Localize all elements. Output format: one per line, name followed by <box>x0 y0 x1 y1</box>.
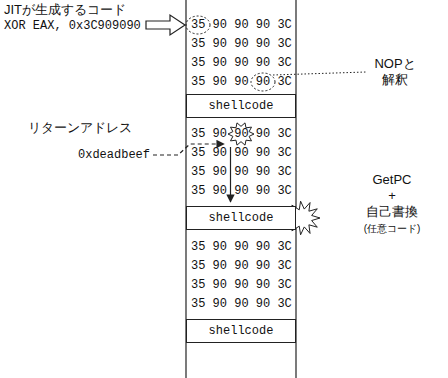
note-label: NOPと 解釈 <box>368 56 422 88</box>
shellcode-box: shellcode <box>186 319 296 343</box>
note-label: (任意コード) <box>352 221 432 237</box>
node-text: shellcode <box>209 211 274 225</box>
memory-bytes: 35 90 90 90 3C <box>191 258 292 274</box>
instruction-label: XOR EAX, 0x3C909090 <box>4 18 141 34</box>
memory-bytes: 35 90 90 90 3C <box>191 145 292 161</box>
memory-bytes: 35 90 90 90 3C <box>191 17 292 33</box>
getpc-label: GetPC <box>352 172 432 188</box>
block-arrow <box>146 15 185 35</box>
shellcode-box: shellcode <box>186 94 296 118</box>
memory-bytes: 35 90 90 90 3C <box>191 277 292 293</box>
memory-bytes: 35 90 90 90 3C <box>191 164 292 180</box>
memory-bytes: 35 90 90 90 3C <box>191 74 292 90</box>
node-text: shellcode <box>209 99 274 113</box>
memory-bytes: 35 90 90 90 3C <box>191 183 292 199</box>
memory-bytes: 35 90 90 90 3C <box>191 126 292 142</box>
return-address-label: リターンアドレス <box>28 120 132 136</box>
heading-label: JITが生成するコード <box>4 2 126 18</box>
self-modify-label: 自己書換 <box>352 204 432 220</box>
memory-bytes: 35 90 90 90 3C <box>191 296 292 312</box>
memory-bytes: 35 90 90 90 3C <box>191 239 292 255</box>
shellcode-box: shellcode <box>186 206 296 230</box>
node-text: shellcode <box>209 324 274 338</box>
address-value: 0xdeadbeef <box>58 147 150 163</box>
memory-bytes: 35 90 90 90 3C <box>191 36 292 52</box>
plus-sign: + <box>352 188 432 204</box>
leader-line <box>273 72 366 75</box>
memory-bytes: 35 90 90 90 3C <box>191 55 292 71</box>
